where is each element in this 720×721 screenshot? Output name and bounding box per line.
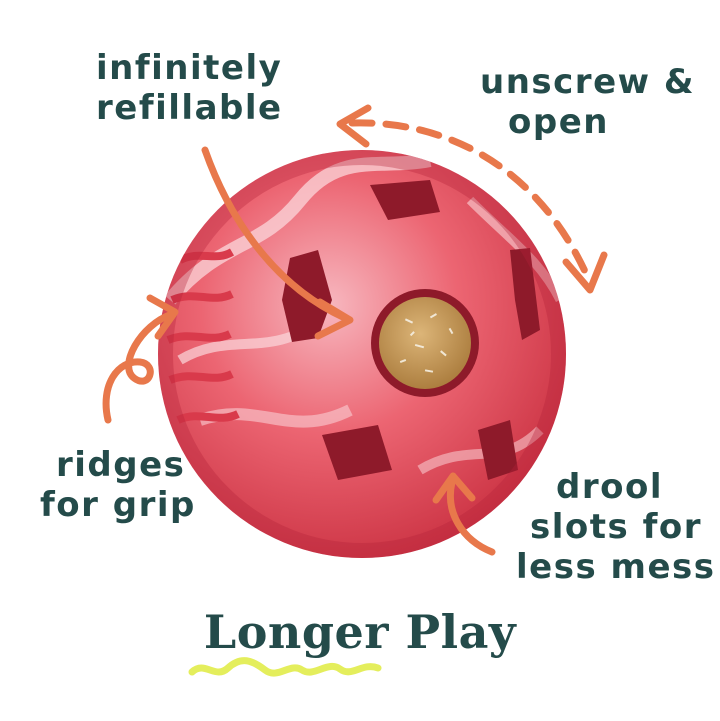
callout-unscrew-open: unscrew & open (480, 62, 695, 142)
headline-underline-icon (188, 657, 382, 677)
unscrew-arrow-icon (348, 119, 592, 282)
callout-drool-slots: drool slots for less mess (516, 467, 716, 587)
callout-infinitely-refillable: infinitely refillable (96, 48, 283, 128)
callout-line: infinitely (96, 48, 283, 88)
toy-ball (158, 150, 566, 558)
ridges-arrow-icon (102, 310, 176, 424)
callout-line: drool (556, 467, 663, 507)
treat-icon (379, 297, 471, 389)
callout-line: slots for (530, 507, 702, 547)
callout-line: unscrew & (480, 62, 696, 102)
drool-arrow-icon (447, 478, 496, 556)
callout-line: open (508, 102, 609, 142)
callout-line: for grip (40, 485, 196, 525)
callout-line: less mess (516, 547, 716, 587)
callout-ridges-for-grip: ridges for grip (40, 445, 196, 525)
callout-line: refillable (96, 88, 283, 128)
headline: Longer Play (203, 605, 517, 659)
callout-line: ridges (56, 445, 186, 485)
